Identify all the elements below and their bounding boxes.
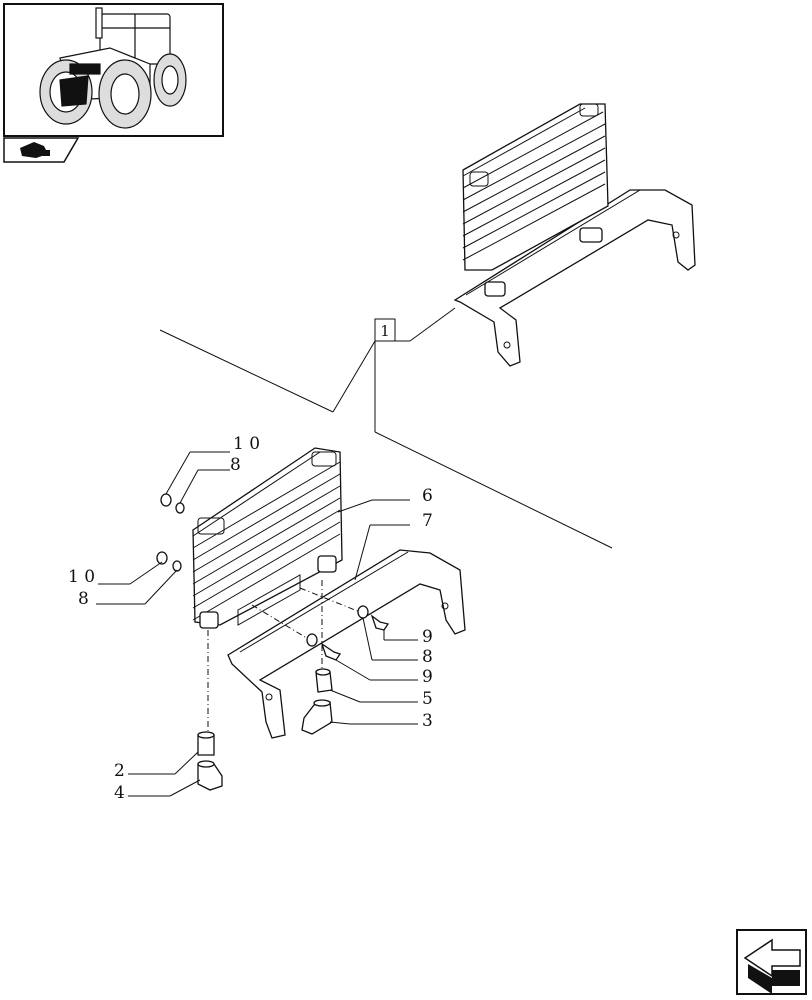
assembled-oil-cooler — [453, 103, 696, 367]
assembly-callout: 1 — [159, 307, 613, 549]
label-9-upper: 9 — [422, 627, 433, 647]
label-4: 4 — [114, 783, 125, 803]
label-8-right: 8 — [422, 647, 433, 667]
label-2: 2 — [114, 761, 125, 781]
label-3: 3 — [422, 711, 433, 731]
label-10-left: 1 0 — [68, 567, 95, 587]
label-8-top: 8 — [230, 455, 241, 475]
label-9-lower: 9 — [422, 667, 433, 687]
assembly-callout-number: 1 — [380, 322, 390, 340]
tractor-thumbnail[interactable] — [3, 3, 224, 137]
label-10-top: 1 0 — [233, 434, 260, 454]
label-7: 7 — [422, 511, 433, 531]
label-5: 5 — [422, 689, 433, 709]
label-8-left: 8 — [78, 589, 89, 609]
exploded-oil-cooler — [156, 447, 466, 791]
leader-lines — [96, 451, 418, 797]
catalog-page-icon[interactable] — [3, 137, 80, 163]
next-page-arrow-icon[interactable] — [736, 929, 807, 995]
part-labels: 1 0 8 6 7 1 0 8 9 8 9 5 3 2 4 — [68, 434, 433, 803]
label-6: 6 — [422, 486, 433, 506]
